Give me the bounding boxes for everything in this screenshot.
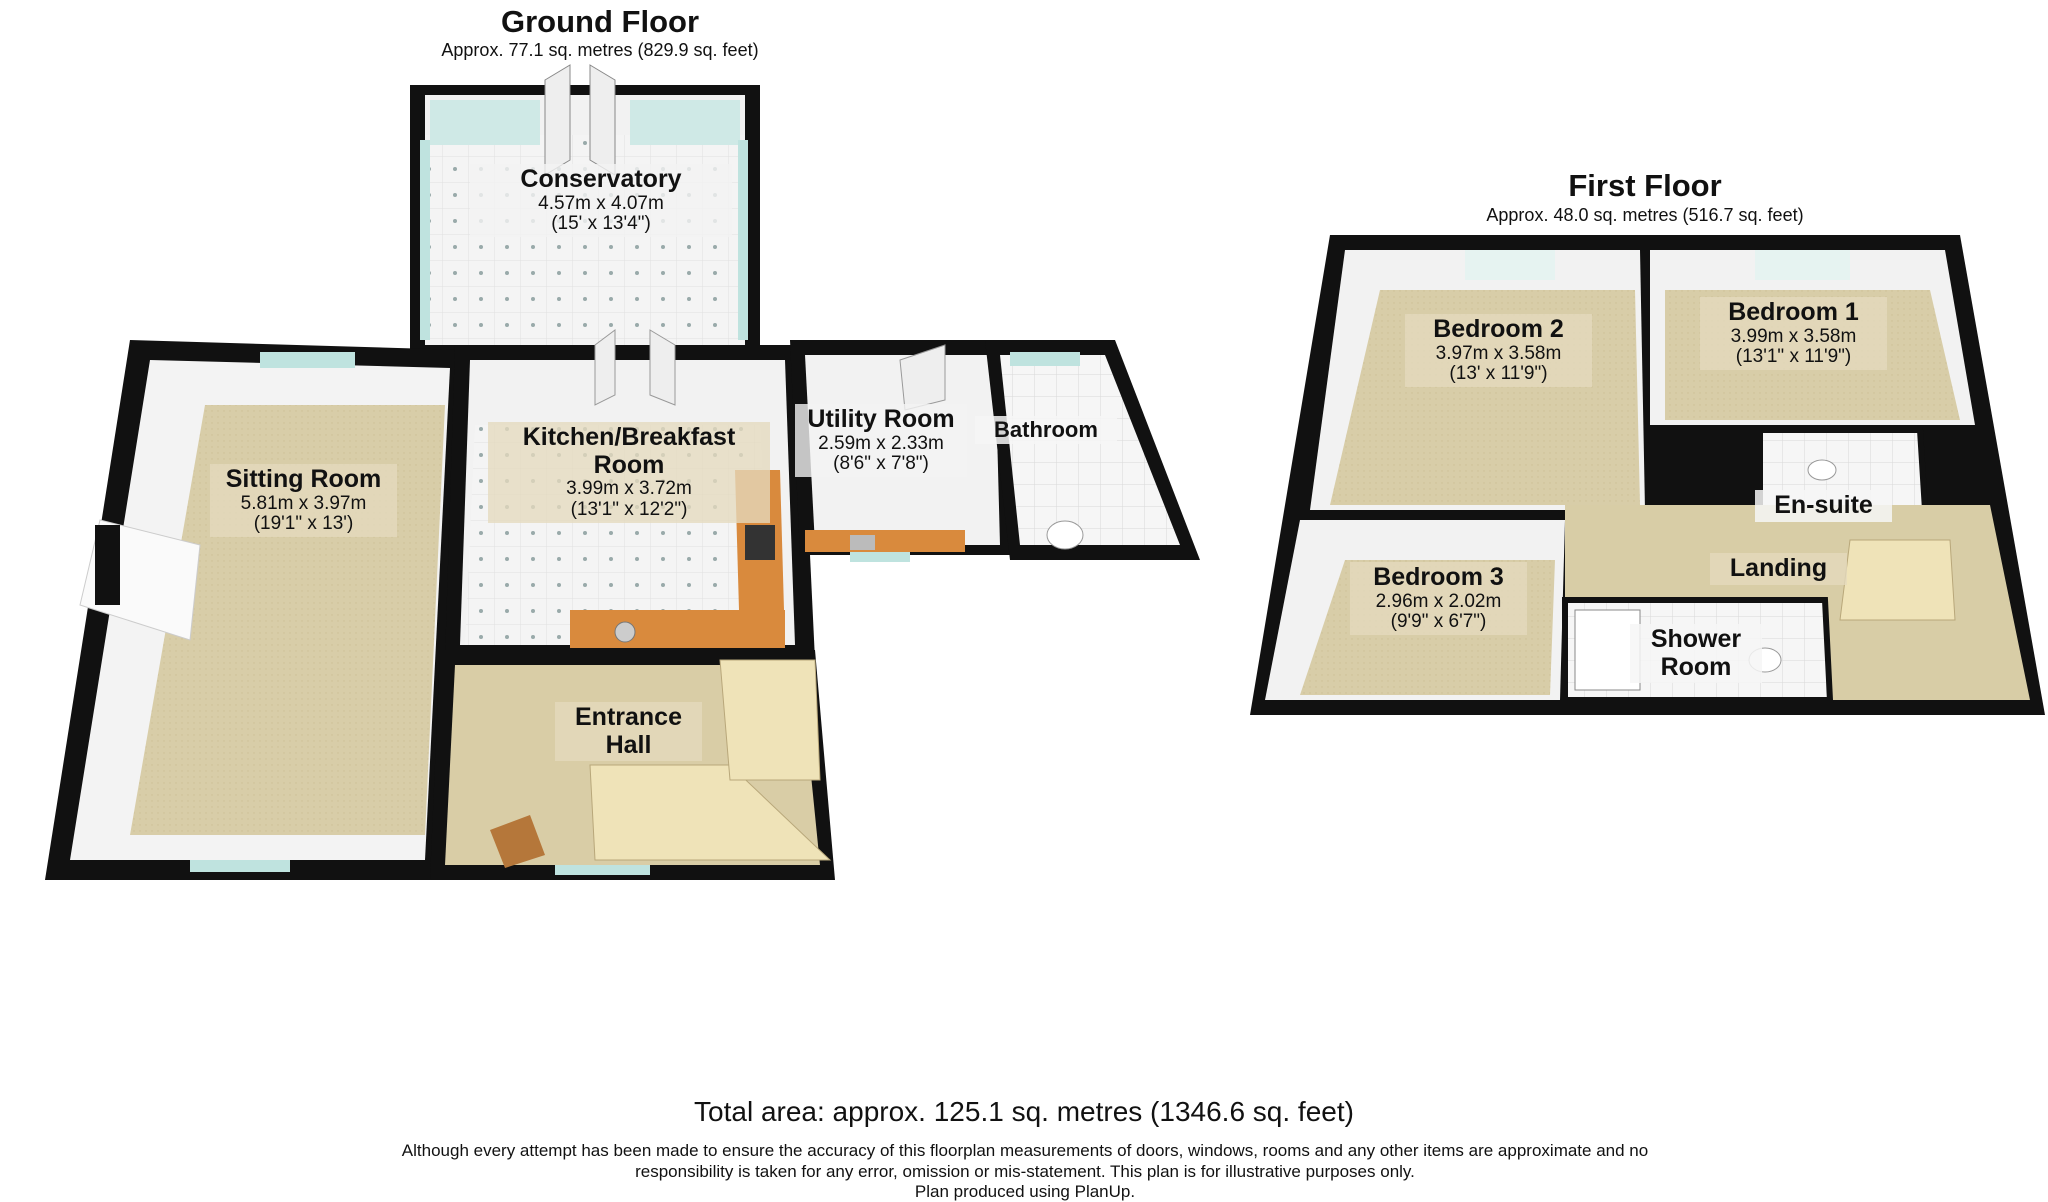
- room-name: Conservatory: [520, 165, 682, 193]
- room-dimensions: 2.96m x 2.02m: [1375, 590, 1502, 612]
- room-imperial: (13'1" x 11'9"): [1735, 346, 1852, 368]
- first-floor-title: First Floor: [1568, 168, 1722, 203]
- shower-room-label: Shower Room: [1630, 624, 1762, 683]
- room-name: Kitchen/Breakfast Room: [522, 423, 736, 479]
- kitchen-label: Kitchen/Breakfast Room 3.99m x 3.72m (13…: [488, 422, 770, 523]
- room-name: Landing: [1729, 554, 1828, 582]
- disclaimer-line-2: responsibility is taken for any error, o…: [635, 1162, 1415, 1181]
- room-name: Sitting Room: [225, 465, 382, 493]
- room-name: En-suite: [1774, 491, 1873, 519]
- room-dimensions: 2.59m x 2.33m: [818, 432, 944, 454]
- room-imperial: (13' x 11'9"): [1449, 363, 1548, 385]
- room-imperial: (15' x 13'4"): [551, 213, 651, 235]
- room-imperial: (19'1" x 13'): [253, 513, 354, 535]
- room-name: Shower Room: [1650, 625, 1742, 681]
- room-name: Bedroom 3: [1373, 563, 1504, 591]
- bathroom-label: Bathroom: [975, 416, 1117, 445]
- sitting-room-label: Sitting Room 5.81m x 3.97m (19'1" x 13'): [210, 464, 397, 538]
- room-name: Bedroom 2: [1433, 315, 1564, 343]
- total-area: Total area: approx. 125.1 sq. metres (13…: [694, 1096, 1354, 1127]
- ground-floor-area: Approx. 77.1 sq. metres (829.9 sq. feet): [441, 40, 759, 60]
- room-dimensions: 4.57m x 4.07m: [538, 192, 664, 214]
- utility-room-label: Utility Room 2.59m x 2.33m (8'6" x 7'8"): [795, 404, 967, 478]
- room-name: Bedroom 1: [1728, 298, 1859, 326]
- bedroom1-label: Bedroom 1 3.99m x 3.58m (13'1" x 11'9"): [1700, 297, 1887, 371]
- entrance-hall-room: [430, 650, 835, 880]
- bedroom3-label: Bedroom 3 2.96m x 2.02m (9'9" x 6'7"): [1350, 562, 1527, 636]
- ensuite-label: En-suite: [1755, 490, 1892, 522]
- ground-floor-title: Ground Floor: [500, 4, 700, 39]
- landing-label: Landing: [1710, 553, 1847, 585]
- plan-credit: Plan produced using PlanUp.: [914, 1182, 1136, 1201]
- room-imperial: (9'9" x 6'7"): [1390, 611, 1487, 633]
- room-name: Bathroom: [994, 417, 1098, 442]
- room-dimensions: 3.97m x 3.58m: [1435, 342, 1562, 364]
- room-dimensions: 3.99m x 3.58m: [1730, 325, 1857, 347]
- room-dimensions: 5.81m x 3.97m: [240, 492, 367, 514]
- room-name: Entrance Hall: [575, 703, 682, 759]
- sitting-room: [45, 340, 465, 880]
- bedroom2-label: Bedroom 2 3.97m x 3.58m (13' x 11'9"): [1405, 314, 1592, 388]
- first-floor-area: Approx. 48.0 sq. metres (516.7 sq. feet): [1486, 205, 1804, 225]
- entrance-hall-label: Entrance Hall: [555, 702, 702, 761]
- room-imperial: (13'1" x 12'2"): [570, 498, 688, 520]
- conservatory-label: Conservatory 4.57m x 4.07m (15' x 13'4"): [470, 164, 732, 238]
- room-name: Utility Room: [807, 405, 955, 433]
- room-imperial: (8'6" x 7'8"): [833, 453, 929, 475]
- room-dimensions: 3.99m x 3.72m: [566, 478, 692, 499]
- landing-room: [1565, 505, 2030, 700]
- bathroom-room: [985, 340, 1200, 560]
- disclaimer-line-1: Although every attempt has been made to …: [401, 1141, 1649, 1160]
